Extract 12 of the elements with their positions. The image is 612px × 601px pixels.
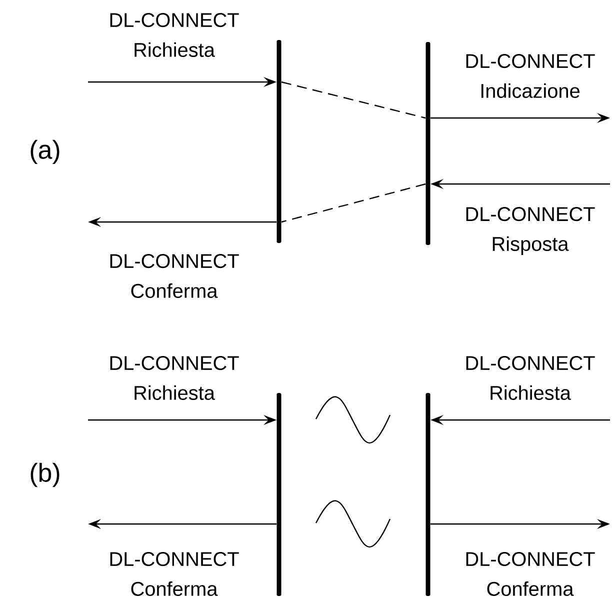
edge-label: DL-CONNECT Richiesta bbox=[110, 356, 239, 400]
edge-label: DL-CONNECT Indicazione bbox=[466, 54, 595, 98]
edge-label: DL-CONNECT Richiesta bbox=[466, 356, 595, 400]
edge-label: DL-CONNECT Conferma bbox=[110, 254, 239, 298]
edge-label: DL-CONNECT Conferma bbox=[110, 552, 239, 596]
edge-label: DL-CONNECT Conferma bbox=[466, 552, 595, 596]
edge-label: DL-CONNECT Richiesta bbox=[110, 13, 239, 57]
panel-label: (a) bbox=[30, 140, 60, 164]
dashed-line bbox=[281, 183, 426, 223]
dashed-line bbox=[281, 81, 426, 119]
panel-label: (b) bbox=[30, 462, 60, 488]
edge-label: DL-CONNECT Risposta bbox=[466, 207, 595, 255]
